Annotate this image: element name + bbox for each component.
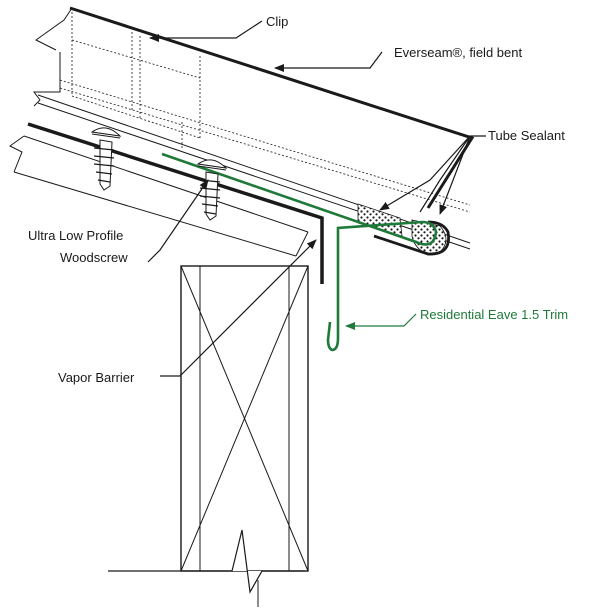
panel-hem [373, 220, 450, 256]
vapor-barrier [27, 122, 324, 284]
woodscrew-right [196, 159, 228, 221]
label-vapor-barrier: Vapor Barrier [58, 370, 135, 385]
label-woodscrew-line2: Woodscrew [60, 250, 128, 265]
tube-sealant-upper [357, 203, 403, 237]
leader-lines [147, 20, 486, 377]
trim-leader-line [345, 313, 417, 330]
label-trim: Residential Eave 1.5 Trim [420, 307, 568, 322]
roof-deck [9, 135, 309, 257]
clip [71, 12, 201, 150]
label-everseam: Everseam®, field bent [394, 45, 522, 60]
label-tube-sealant: Tube Sealant [488, 128, 565, 143]
ground-break-line [108, 529, 305, 594]
label-woodscrew-line1: Ultra Low Profile [28, 228, 123, 243]
woodscrew-left [90, 127, 122, 191]
label-clip: Clip [266, 14, 288, 29]
everseam-panel [69, 6, 475, 209]
residential-eave-trim [161, 152, 438, 352]
